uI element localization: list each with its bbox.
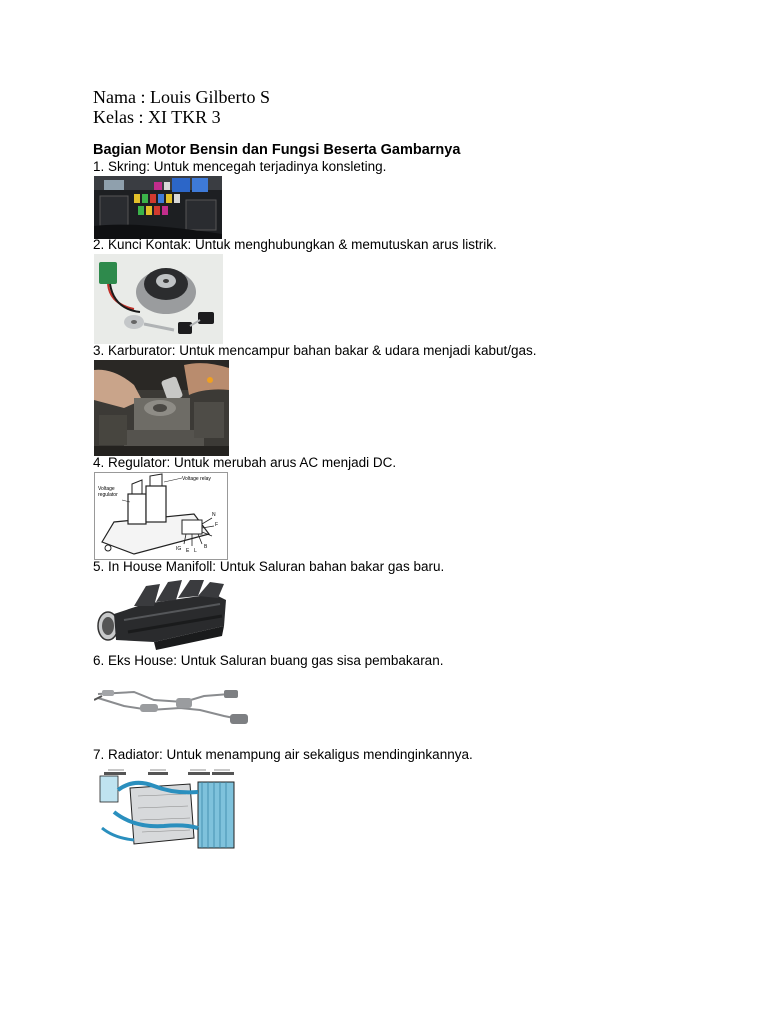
item-2-text: 2. Kunci Kontak: Untuk menghubungkan & m…: [93, 237, 497, 252]
terminal-n: N: [212, 512, 216, 518]
item-6-text: 6. Eks House: Untuk Saluran buang gas si…: [93, 653, 444, 668]
terminal-l: L: [194, 548, 197, 554]
item-7-text: 7. Radiator: Untuk menampung air sekalig…: [93, 747, 473, 762]
terminal-e: E: [186, 548, 190, 554]
class-line: Kelas : XI TKR 3: [93, 107, 221, 127]
radiator-diagram: [94, 768, 242, 856]
item-1-text: 1. Skring: Untuk mencegah terjadinya kon…: [93, 159, 387, 174]
item-4-text: 4. Regulator: Untuk merubah arus AC menj…: [93, 455, 397, 470]
item-3-text: 3. Karburator: Untuk mencampur bahan bak…: [93, 343, 537, 358]
label-voltage: Voltage: [98, 486, 115, 492]
name-line: Nama : Louis Gilberto S: [93, 87, 270, 107]
document-title: Bagian Motor Bensin dan Fungsi Beserta G…: [93, 142, 461, 158]
fuse-box-photo: [94, 176, 222, 239]
terminal-ig: IG: [176, 546, 181, 552]
terminal-b: B: [204, 544, 208, 550]
exhaust-system-photo: [94, 686, 252, 728]
item-5-text: 5. In House Manifoll: Untuk Saluran baha…: [93, 559, 445, 574]
intake-manifold-photo: [94, 580, 228, 655]
label-voltage-relay: Voltage relay: [182, 476, 211, 482]
carburetor-photo: [94, 360, 229, 456]
label-regulator: regulator: [98, 492, 118, 498]
regulator-diagram: Voltage relay Voltage regulator N F IG E…: [94, 472, 228, 560]
terminal-f: F: [215, 522, 218, 528]
ignition-switch-photo: [94, 254, 223, 344]
